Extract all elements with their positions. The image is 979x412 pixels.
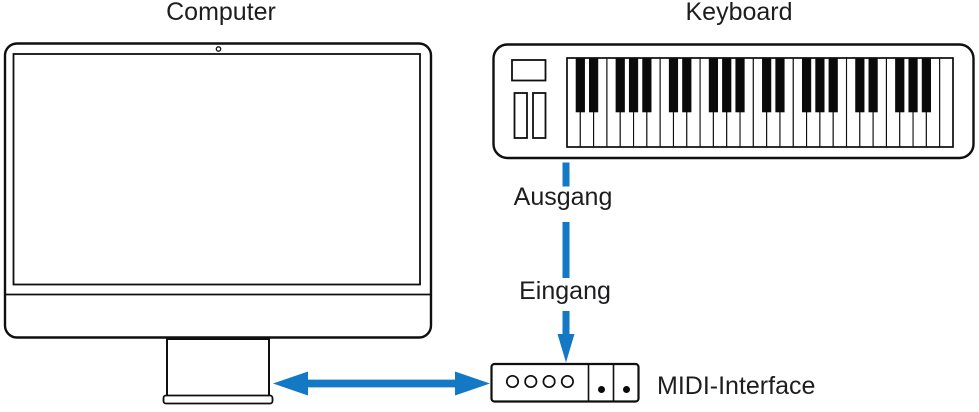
black-key xyxy=(801,57,812,113)
output-label: Ausgang xyxy=(513,183,613,211)
arrow-segment xyxy=(562,311,570,336)
black-key xyxy=(668,57,679,113)
indicator-dot xyxy=(598,386,605,393)
midi-port xyxy=(505,374,520,389)
arrow-segment xyxy=(562,162,570,187)
black-key xyxy=(628,57,639,113)
arrow-head-icon xyxy=(557,334,575,363)
black-key xyxy=(908,57,918,113)
black-key xyxy=(868,57,878,113)
black-key xyxy=(775,57,785,113)
black-key xyxy=(575,57,585,113)
black-key xyxy=(815,57,825,113)
black-key xyxy=(855,57,865,113)
input-label: Eingang xyxy=(519,277,611,305)
black-key xyxy=(708,57,719,113)
black-key xyxy=(682,57,692,113)
mod-wheel xyxy=(532,92,547,139)
black-key xyxy=(828,57,838,113)
computer-label: Computer xyxy=(166,0,276,26)
arrow-segment xyxy=(562,222,570,278)
midi-ports xyxy=(505,374,574,389)
black-key xyxy=(921,57,931,113)
keyboard-display xyxy=(511,59,547,82)
midi-cable-arrow xyxy=(557,162,575,363)
keyboard-illustration xyxy=(492,43,975,160)
camera-dot xyxy=(215,46,222,52)
computer-illustration xyxy=(3,42,433,405)
black-key xyxy=(642,57,652,113)
bidirectional-connection-arrow xyxy=(273,371,490,396)
pitch-wheel xyxy=(513,92,528,139)
monitor-stand-post xyxy=(166,338,270,398)
monitor-stand-base xyxy=(162,394,274,405)
midi-port xyxy=(524,374,538,389)
black-key xyxy=(615,57,625,113)
black-key xyxy=(762,57,772,113)
midi-port xyxy=(542,374,556,389)
monitor-screen xyxy=(12,53,421,286)
black-key xyxy=(895,57,905,113)
double-arrow-icon xyxy=(273,371,490,396)
midi-interface-illustration xyxy=(490,362,640,403)
midi-port xyxy=(560,374,574,389)
indicator-dot xyxy=(623,386,630,393)
black-key xyxy=(589,57,599,113)
piano-keys xyxy=(566,57,954,148)
indicator-dots xyxy=(598,386,630,393)
white-key xyxy=(939,57,954,148)
piano-keys-border xyxy=(566,57,954,148)
black-key xyxy=(722,57,732,113)
black-key xyxy=(735,57,745,113)
monitor-body xyxy=(3,42,433,339)
interface-box xyxy=(490,362,640,403)
keyboard-label: Keyboard xyxy=(685,0,793,26)
midi-interface-label: MIDI-Interface xyxy=(657,372,816,400)
